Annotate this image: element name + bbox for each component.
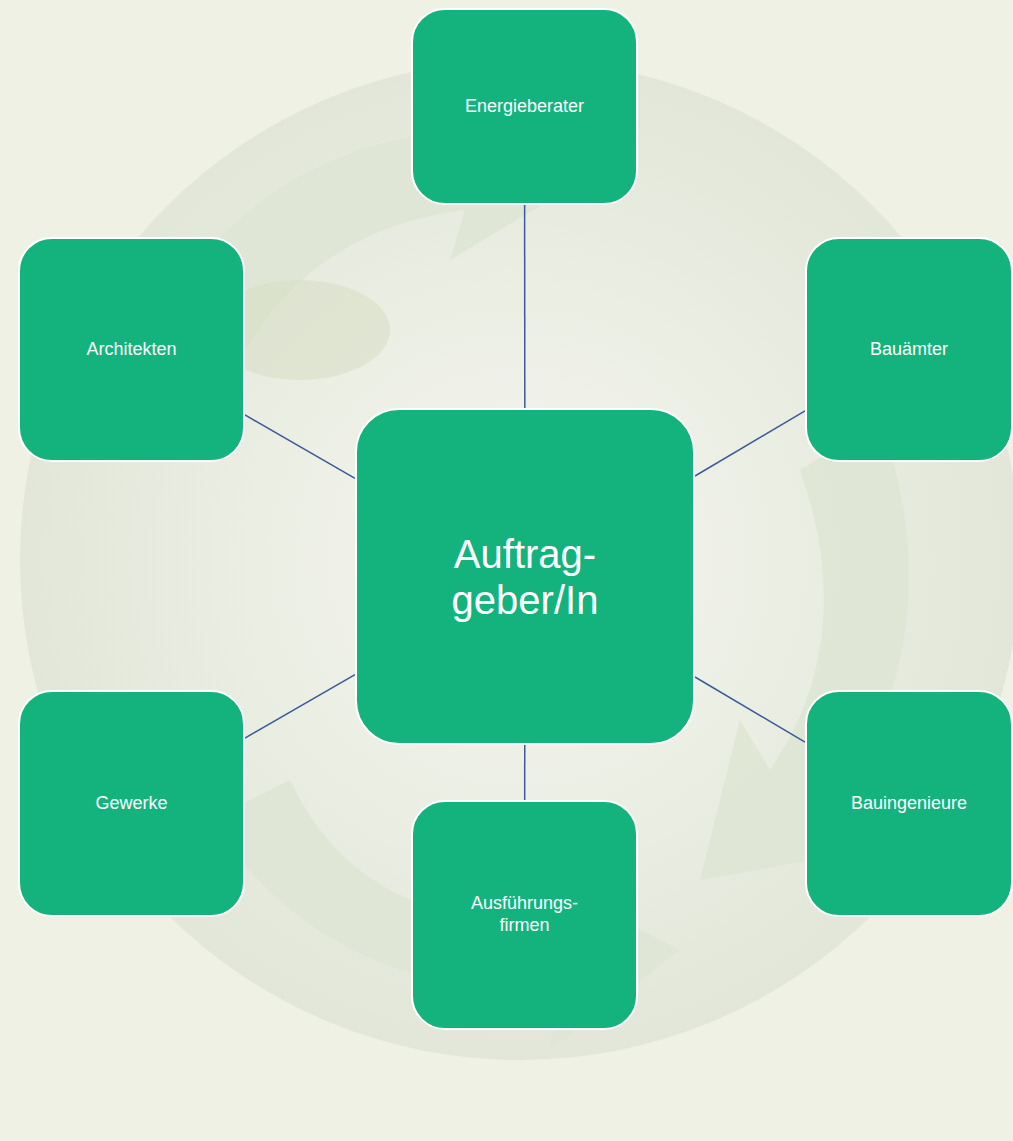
box-label: Energieberater [465,96,584,118]
box-label: Ausführungs- firmen [457,893,592,936]
box-label: Bauingenieure [851,793,967,815]
box-label: Architekten [86,339,176,361]
connector-line [695,411,805,476]
role-box: Gewerke [18,690,245,917]
central-box: Auftrag- geber/In [355,408,695,745]
box-label: Bauämter [870,339,948,361]
connector-line [524,745,526,800]
connector-line [695,677,805,742]
role-box: Bauingenieure [805,690,1013,917]
role-box: Architekten [18,237,245,462]
box-label: Auftrag- geber/In [410,531,640,623]
connector-line [245,415,355,478]
box-label: Gewerke [95,793,167,815]
connector-line [524,205,526,408]
role-box: Bauämter [805,237,1013,462]
role-box: Ausführungs- firmen [411,800,638,1030]
role-box: Energieberater [411,8,638,205]
connector-line [245,675,355,738]
